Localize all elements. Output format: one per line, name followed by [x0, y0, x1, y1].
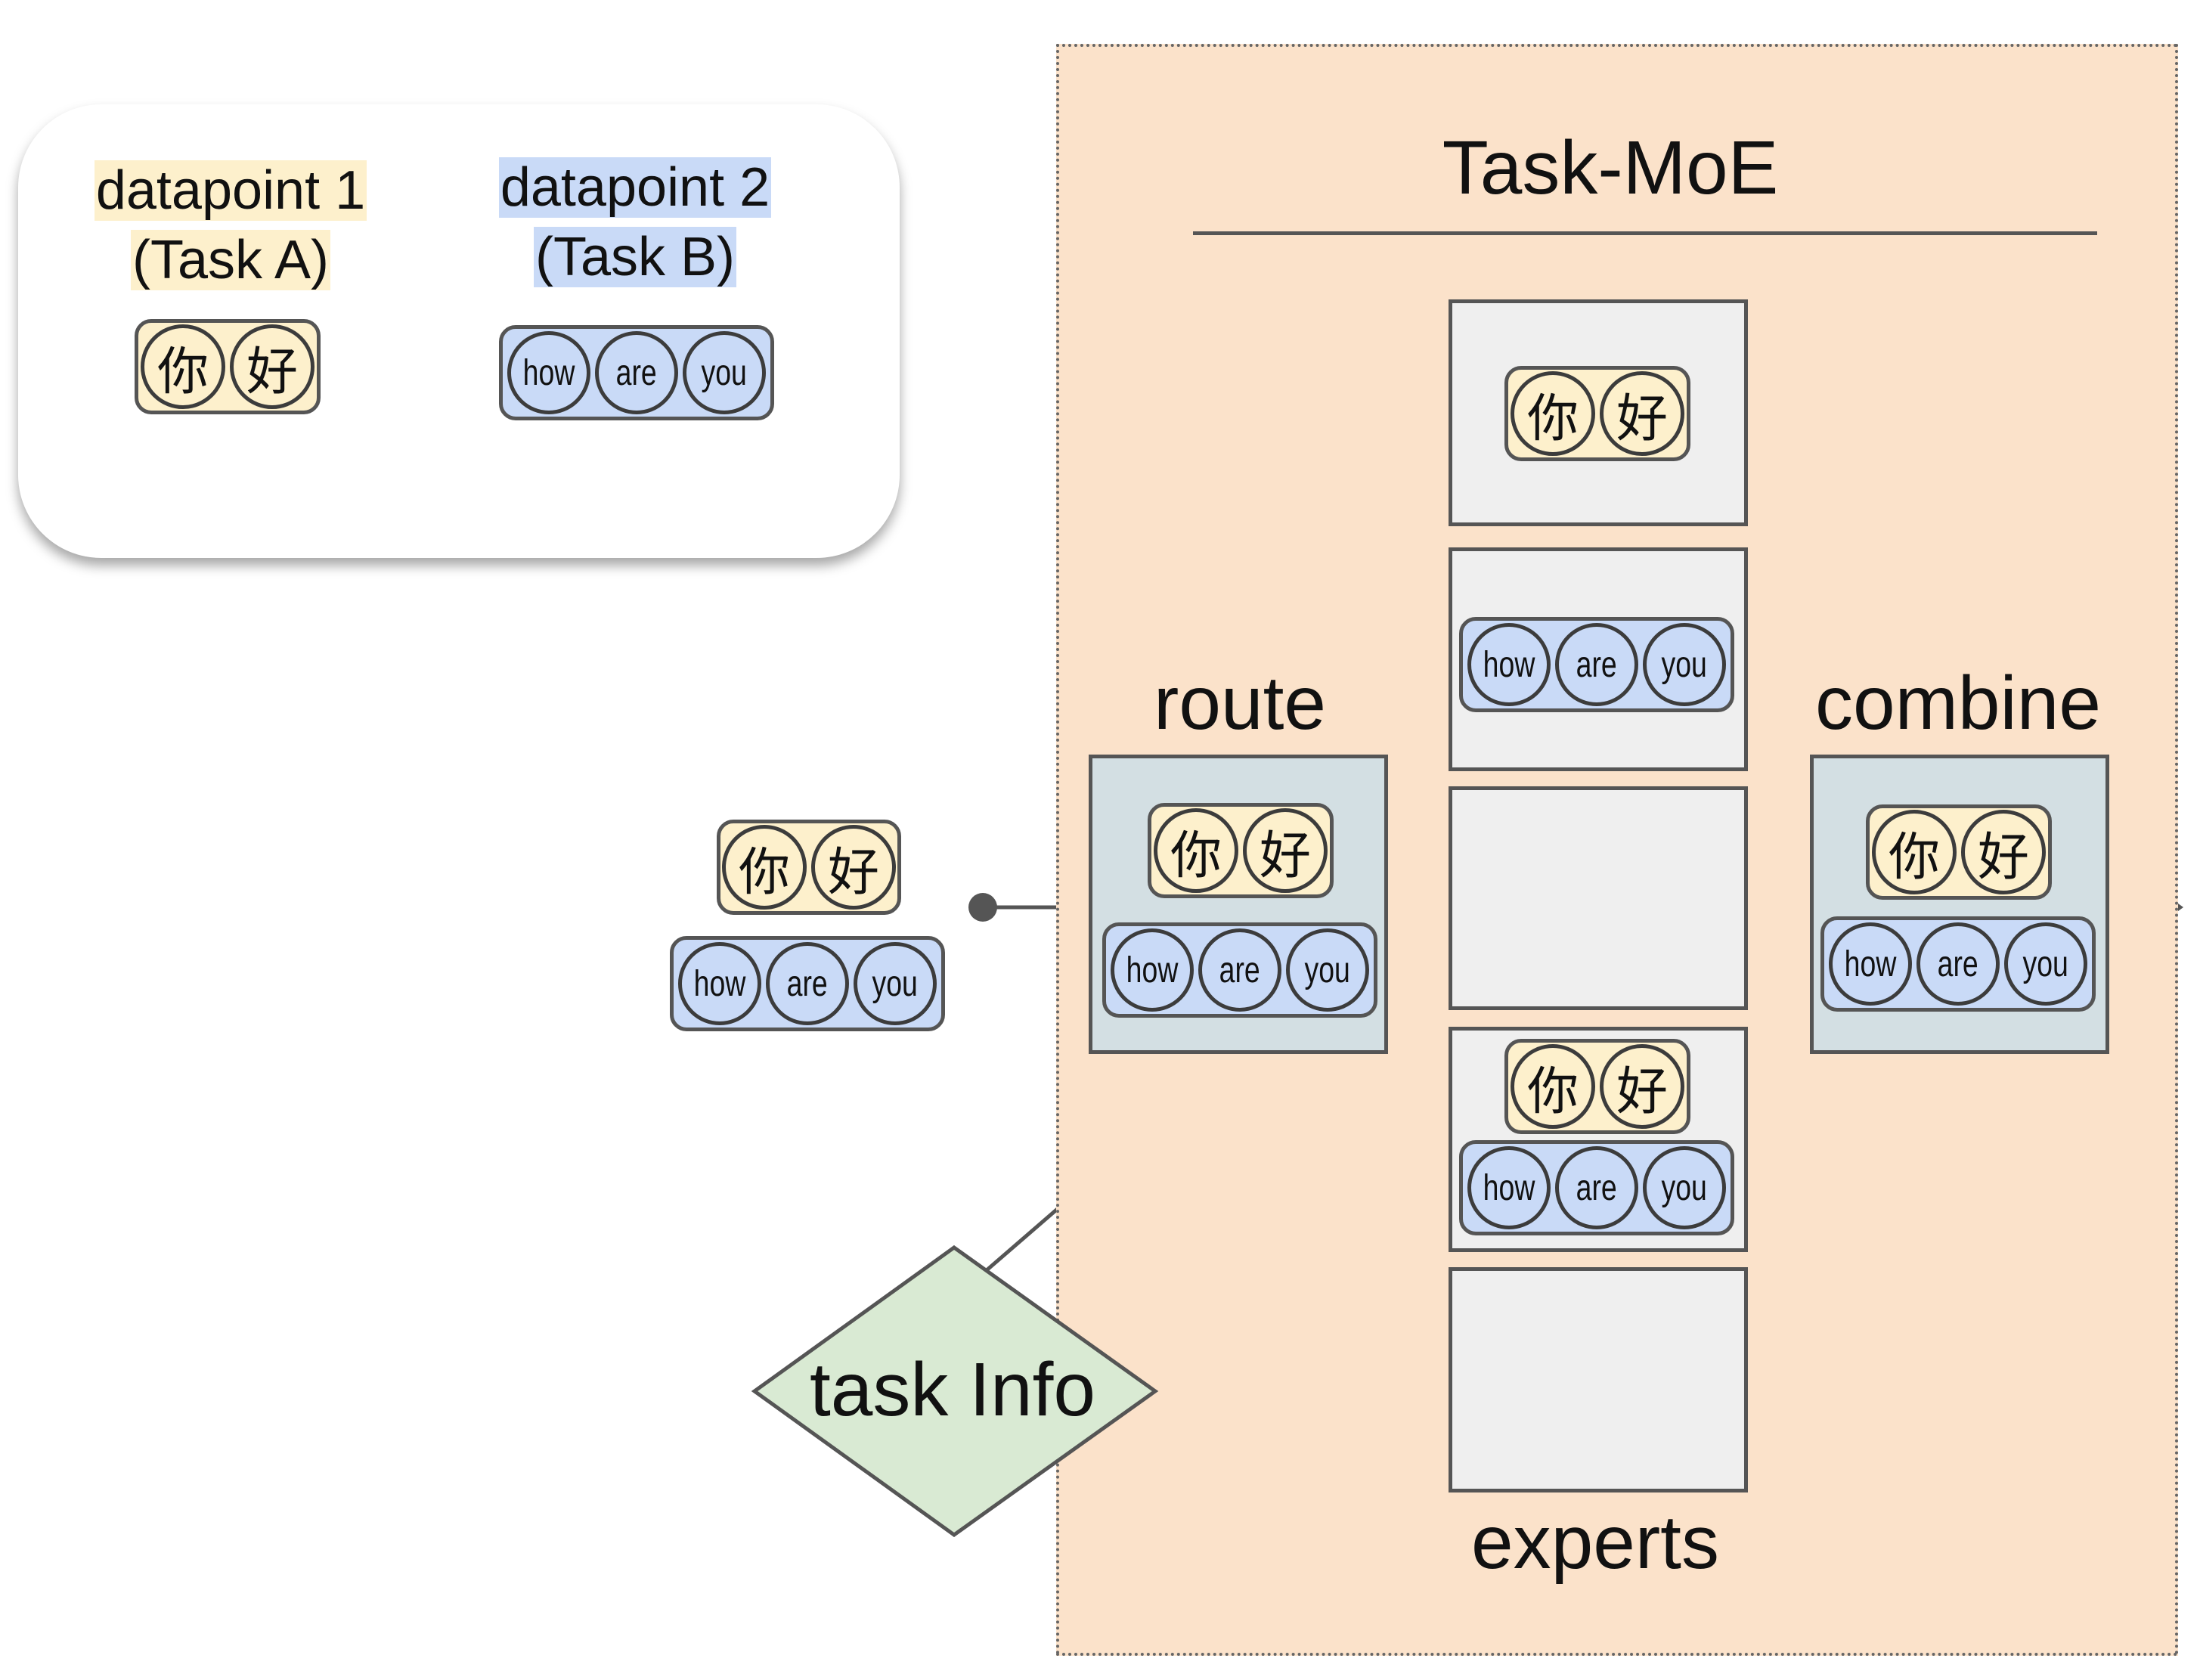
token: 你: [1872, 810, 1957, 894]
route-task-a-tokens: 你 好: [1148, 803, 1334, 898]
token: you: [683, 331, 766, 414]
datapoint-1-task: (Task A): [130, 230, 331, 290]
token: how: [507, 331, 590, 414]
token: 你: [1511, 371, 1595, 456]
token: you: [2004, 922, 2087, 1006]
token: 你: [722, 825, 807, 910]
token: you: [1643, 1146, 1726, 1229]
input-task-b-tokens: how are you: [670, 936, 945, 1031]
datapoint-2-title: datapoint 2: [498, 157, 772, 218]
token: you: [1286, 928, 1369, 1012]
experts-label: experts: [1471, 1500, 1719, 1585]
token: are: [1916, 922, 2000, 1006]
token: are: [1198, 928, 1281, 1012]
expert-5: [1449, 1267, 1748, 1492]
input-task-a-tokens: 你 好: [717, 820, 901, 915]
token: are: [1555, 1146, 1638, 1229]
expert-4-task-b-tokens: how are you: [1459, 1140, 1734, 1235]
token: 你: [141, 324, 225, 409]
combine-task-b-tokens: how are you: [1820, 916, 2096, 1012]
token: you: [1643, 623, 1726, 706]
route-task-b-tokens: how are you: [1102, 922, 1377, 1018]
token: 好: [1961, 810, 2046, 894]
token: how: [1467, 623, 1551, 706]
expert-2-task-b-tokens: how are you: [1459, 617, 1734, 712]
token: you: [854, 942, 937, 1025]
token: are: [1555, 623, 1638, 706]
legend-task-b-tokens: how are you: [499, 325, 774, 420]
expert-3: [1449, 786, 1748, 1010]
combine-task-a-tokens: 你 好: [1866, 804, 2052, 900]
datapoint-1-label: datapoint 1 (Task A): [83, 156, 378, 295]
expert-4-task-a-tokens: 你 好: [1504, 1039, 1690, 1134]
datapoint-1-title: datapoint 1: [94, 160, 367, 221]
token: 好: [230, 324, 315, 409]
route-label: route: [1154, 661, 1326, 745]
title-divider: [1193, 231, 2097, 235]
token: 好: [1243, 808, 1328, 893]
expert-1-task-a-tokens: 你 好: [1504, 366, 1690, 461]
task-moe-title: Task-MoE: [1442, 126, 1779, 210]
token: are: [595, 331, 678, 414]
token: how: [1829, 922, 1912, 1006]
task-info-label: task Info: [810, 1347, 1095, 1432]
token: how: [678, 942, 761, 1025]
token: 你: [1154, 808, 1238, 893]
datapoint-2-label: datapoint 2 (Task B): [484, 153, 786, 292]
token: 好: [811, 825, 896, 910]
token: 好: [1600, 1044, 1684, 1129]
token: how: [1467, 1146, 1551, 1229]
token: are: [766, 942, 849, 1025]
token: 好: [1600, 371, 1684, 456]
datapoint-2-task: (Task B): [533, 227, 737, 287]
combine-label: combine: [1815, 661, 2101, 745]
legend-task-a-tokens: 你 好: [135, 319, 321, 414]
token: 你: [1511, 1044, 1595, 1129]
token: how: [1111, 928, 1194, 1012]
